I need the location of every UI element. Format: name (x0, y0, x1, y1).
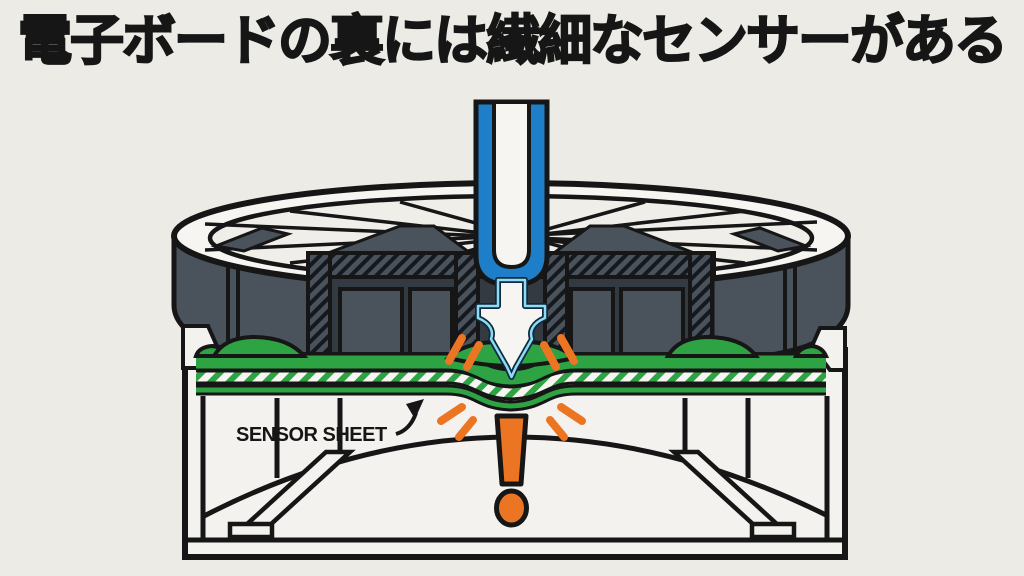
inner-panel (338, 287, 404, 359)
strut-foot-right (749, 521, 797, 540)
strut-foot-left (227, 521, 275, 540)
sensor-sheet-callout: SENSOR SHEET (236, 399, 424, 446)
impact-spark-dashes-icon (437, 334, 586, 441)
page-title: 電子ボードの裏には繊細なセンサーがある (17, 10, 1009, 72)
dart-tip-cross-section-icon (473, 99, 550, 288)
inner-panel (569, 287, 615, 359)
arrow-inner-highlight (476, 278, 547, 379)
pointer-arrowhead (406, 399, 424, 419)
sheet-striped-layer (196, 372, 826, 398)
dart-barrel-core (492, 100, 531, 270)
sensor-sheet-label: SENSOR SHEET (236, 424, 387, 446)
exclamation-dot (494, 488, 529, 528)
exclamation-bar (494, 413, 529, 487)
downward-pressure-arrow-icon (475, 277, 548, 380)
segment-wedges (210, 224, 812, 258)
exclamation-mark-icon (494, 413, 529, 528)
sheet-thin-layer (196, 387, 826, 409)
inner-panel (619, 287, 685, 359)
inner-panel (408, 287, 454, 359)
